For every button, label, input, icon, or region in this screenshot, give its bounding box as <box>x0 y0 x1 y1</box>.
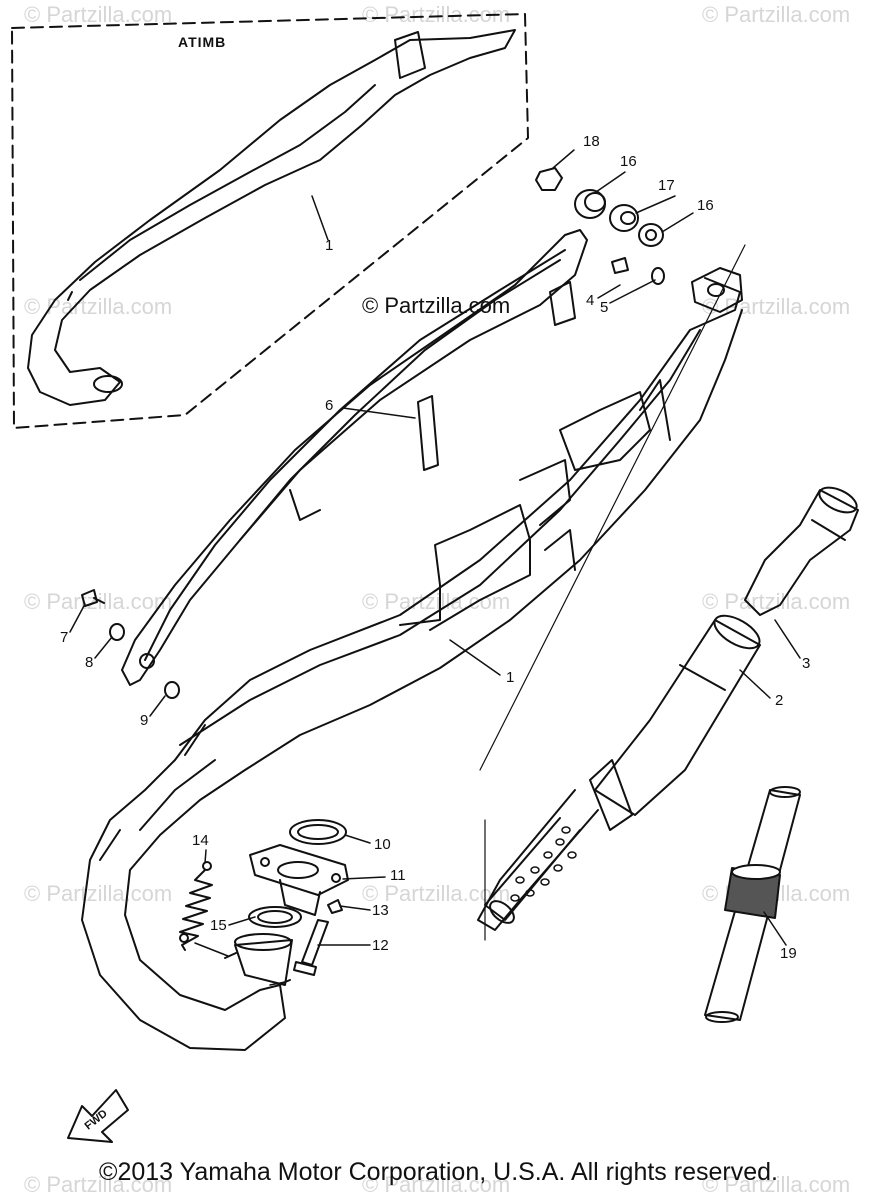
fwd-arrow-icon <box>67 1089 129 1143</box>
callout-11: 11 <box>390 867 406 884</box>
chamber-rib <box>559 391 651 471</box>
gasket <box>289 819 347 845</box>
inset-box <box>11 13 529 429</box>
inset-exhaust-pipe <box>27 29 516 406</box>
watermark: © Partzilla.com <box>362 1172 511 1197</box>
washer <box>638 223 664 247</box>
watermark: © Partzilla.com <box>702 2 851 27</box>
rubber-tube <box>704 789 801 1021</box>
callout-14: 14 <box>192 832 209 849</box>
watermark: © Partzilla.com <box>702 589 851 614</box>
spring <box>179 869 213 951</box>
callout-16-right: 16 <box>697 197 714 214</box>
washer-small <box>651 267 665 285</box>
chamber-rib <box>399 504 531 631</box>
callout-9: 9 <box>140 712 148 729</box>
perforation-holes <box>510 826 577 902</box>
chamber-rib <box>544 529 576 571</box>
seal-ring <box>248 906 302 928</box>
watermark: © Partzilla.com <box>24 881 173 906</box>
watermark: © Partzilla.com <box>362 2 511 27</box>
callout-17: 17 <box>658 177 675 194</box>
tail-pipe <box>744 489 859 616</box>
callout-1: 1 <box>506 669 514 686</box>
chamber-rib <box>639 379 671 441</box>
callout-4: 4 <box>586 292 594 309</box>
callout-12: 12 <box>372 937 389 954</box>
callout-18: 18 <box>583 133 600 150</box>
callout-2: 2 <box>775 692 783 709</box>
perforated-tube <box>484 817 581 921</box>
muffler <box>594 619 761 816</box>
screw <box>611 257 629 274</box>
callout-19: 19 <box>780 945 797 962</box>
watermark: © Partzilla.com <box>702 1172 851 1197</box>
callout-13: 13 <box>372 902 389 919</box>
callout-1-inset: 1 <box>325 237 333 254</box>
washer <box>164 681 180 699</box>
callout-10: 10 <box>374 836 391 853</box>
callout-6: 6 <box>325 397 333 414</box>
callout-3: 3 <box>802 655 810 672</box>
watermark: © Partzilla.com <box>24 294 173 319</box>
callout-15: 15 <box>210 917 227 934</box>
copyright-notice: ©2013 Yamaha Motor Corporation, U.S.A. A… <box>99 1158 778 1186</box>
heat-guard-clip <box>417 395 439 471</box>
callout-16-top: 16 <box>620 153 637 170</box>
callout-8: 8 <box>85 654 93 671</box>
watermark: © Partzilla.com <box>24 589 173 614</box>
washer <box>109 623 125 641</box>
watermark: © Partzilla.com <box>362 589 511 614</box>
exhaust-flange <box>249 844 349 896</box>
watermark: © Partzilla.com <box>24 2 173 27</box>
inset-model-label: ATIMB <box>178 34 227 50</box>
chamber-mount-bracket <box>691 267 743 313</box>
watermark: © Partzilla.com <box>24 1172 173 1197</box>
chamber-rib <box>519 459 571 526</box>
heat-guard-clip <box>549 281 576 326</box>
watermark: © Partzilla.com <box>702 294 851 319</box>
screw <box>81 589 98 607</box>
center-watermark: © Partzilla.com <box>362 293 511 318</box>
damper <box>609 204 639 232</box>
nut <box>535 167 563 191</box>
bolt <box>327 899 343 914</box>
bolt <box>301 919 329 966</box>
callout-7: 7 <box>60 629 68 646</box>
heat-guard <box>121 229 588 686</box>
inset-heat-guard <box>394 31 426 79</box>
callout-5: 5 <box>600 299 608 316</box>
